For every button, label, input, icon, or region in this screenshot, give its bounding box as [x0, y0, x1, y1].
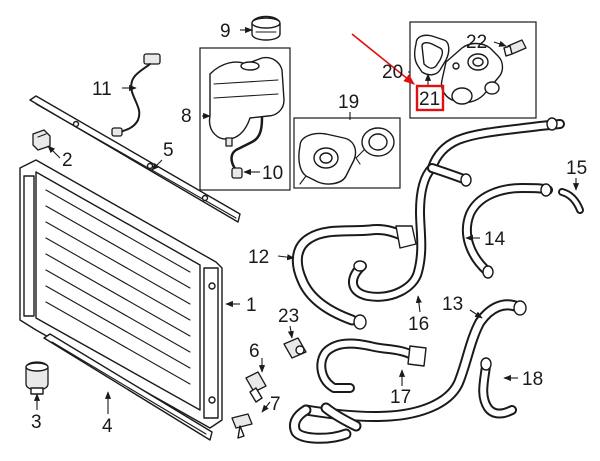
leader-lines	[33, 26, 580, 414]
callout-2: 2	[62, 150, 73, 171]
callout-22: 22	[466, 32, 487, 53]
bleeder-valve	[245, 371, 267, 403]
callout-1: 1	[246, 295, 257, 316]
upper-radiator-hose	[291, 224, 417, 330]
coolant-hose-18	[478, 357, 517, 419]
callout-7: 7	[270, 394, 281, 415]
coolant-reservoir	[208, 56, 285, 147]
callout-19: 19	[338, 92, 359, 113]
callout-4: 4	[102, 416, 113, 437]
reservoir-group-box	[199, 47, 291, 191]
reservoir-cap	[251, 15, 281, 41]
radiator-isolator	[25, 361, 49, 395]
callout-13: 13	[442, 294, 463, 315]
thermostat	[355, 127, 395, 165]
callout-16: 16	[408, 314, 429, 335]
radiator	[19, 159, 223, 429]
callout-6: 6	[249, 341, 260, 362]
coolant-hose-17	[316, 338, 427, 393]
lower-radiator-hose	[288, 299, 527, 444]
callout-8: 8	[181, 106, 192, 127]
air-deflector	[43, 333, 213, 441]
mounting-bracket	[32, 129, 51, 151]
heater-hose-upper	[427, 117, 565, 187]
gasket	[413, 34, 450, 76]
callout-11: 11	[92, 79, 112, 100]
radiator-upper-support	[29, 95, 241, 223]
callout-10: 10	[262, 163, 283, 184]
callout-21: 21	[419, 89, 440, 110]
callout-14: 14	[484, 229, 506, 250]
highlight-annotation	[351, 33, 445, 112]
heater-hose	[461, 183, 553, 279]
drain-plug	[231, 413, 253, 439]
callout-12: 12	[248, 247, 269, 268]
small-hose	[558, 188, 584, 214]
callout-23: 23	[278, 306, 299, 327]
callout-18: 18	[522, 369, 543, 390]
water-outlet	[440, 42, 504, 105]
callout-3: 3	[31, 412, 42, 433]
reservoir-hose	[230, 116, 264, 179]
bypass-hose	[348, 163, 437, 302]
callout-20: 20	[382, 62, 403, 83]
thermostat-housing	[298, 132, 357, 185]
callout-17: 17	[390, 387, 411, 408]
coolant-sensor	[283, 337, 307, 359]
callout-labels: 1 2 3 4 5 6 7 8 9 10 11 12 13 14 15 16 1…	[31, 21, 587, 437]
level-sensor-harness	[111, 53, 161, 137]
callout-15: 15	[566, 158, 587, 179]
callout-9: 9	[220, 21, 231, 42]
thermostat-group-box	[293, 117, 401, 189]
callout-5: 5	[163, 140, 174, 161]
highlight-box-21	[415, 84, 445, 112]
temperature-sensor	[503, 39, 527, 57]
outlet-group-box	[409, 21, 537, 119]
